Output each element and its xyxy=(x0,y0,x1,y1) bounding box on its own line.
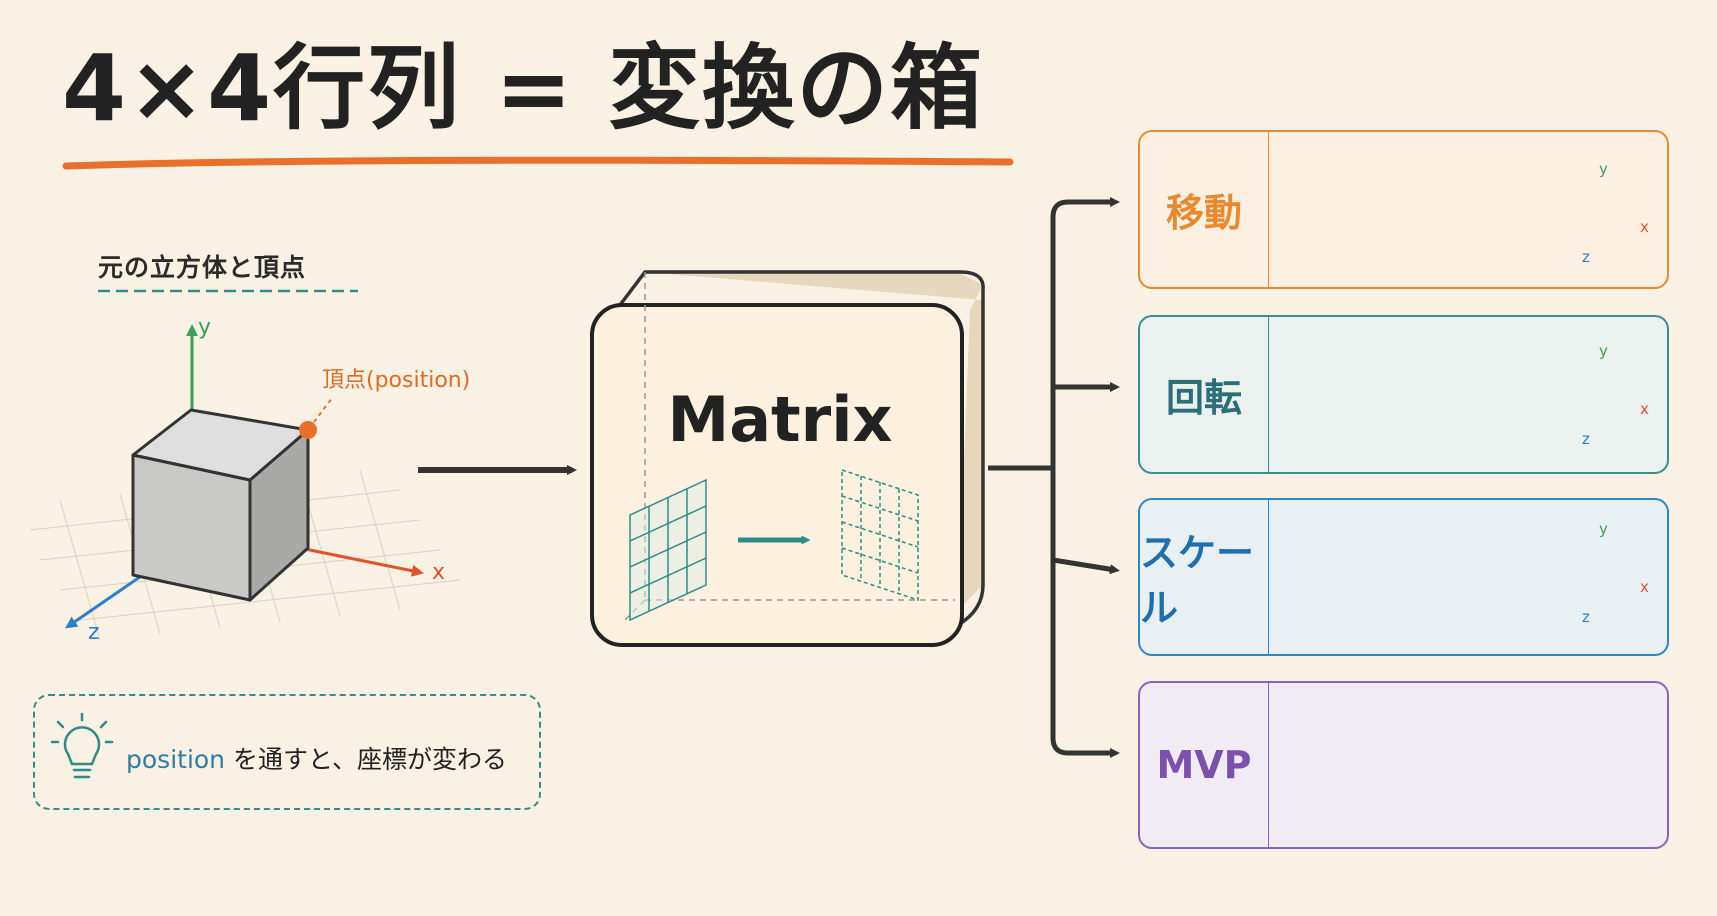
output-grid xyxy=(841,468,919,602)
panel-label-scale: スケール xyxy=(1140,500,1269,654)
page-title: 4×4行列 = 変換の箱 xyxy=(62,35,985,142)
original-cube xyxy=(131,408,310,602)
x-axis-arrow xyxy=(299,546,424,577)
panel-translate: 移動 xyxy=(1138,130,1669,289)
panel-mvp: MVP xyxy=(1138,681,1669,849)
z-axis-label: z xyxy=(88,620,100,645)
translate-z-label: z xyxy=(1582,248,1590,266)
panel-scale: スケール xyxy=(1138,498,1669,656)
y-axis-label: y xyxy=(198,315,212,340)
rotate-x-label: x xyxy=(1640,400,1649,418)
translate-y-label: y xyxy=(1599,160,1608,178)
scale-z-label: z xyxy=(1582,608,1590,626)
vertex-label: 頂点(position) xyxy=(322,368,471,393)
panel-label-mvp: MVP xyxy=(1140,683,1269,847)
translate-x-label: x xyxy=(1640,218,1649,236)
scale-x-label: x xyxy=(1640,578,1649,596)
tip-message: を通すと、座標が変わる xyxy=(232,745,507,774)
title-underline xyxy=(62,156,1014,170)
tip-text: position を通すと、座標が変わる xyxy=(126,740,507,776)
scale-y-label: y xyxy=(1599,520,1608,538)
matrix-label: Matrix xyxy=(667,383,893,456)
x-axis-label: x xyxy=(432,560,446,585)
lightbulb-icon xyxy=(50,712,114,779)
subtitle: 元の立方体と頂点 xyxy=(98,253,307,282)
input-grid xyxy=(629,478,707,622)
tip-keyword: position xyxy=(126,745,226,774)
panel-label-translate: 移動 xyxy=(1140,132,1269,287)
tip-box xyxy=(33,694,541,810)
rotate-y-label: y xyxy=(1599,342,1608,360)
z-axis-arrow xyxy=(65,568,151,629)
vertex-leader xyxy=(313,397,333,423)
branch-connector xyxy=(988,197,1120,758)
rotate-z-label: z xyxy=(1582,430,1590,448)
panel-label-rotate: 回転 xyxy=(1140,317,1269,472)
vertex-point xyxy=(299,421,317,439)
panel-rotate: 回転 xyxy=(1138,315,1669,474)
